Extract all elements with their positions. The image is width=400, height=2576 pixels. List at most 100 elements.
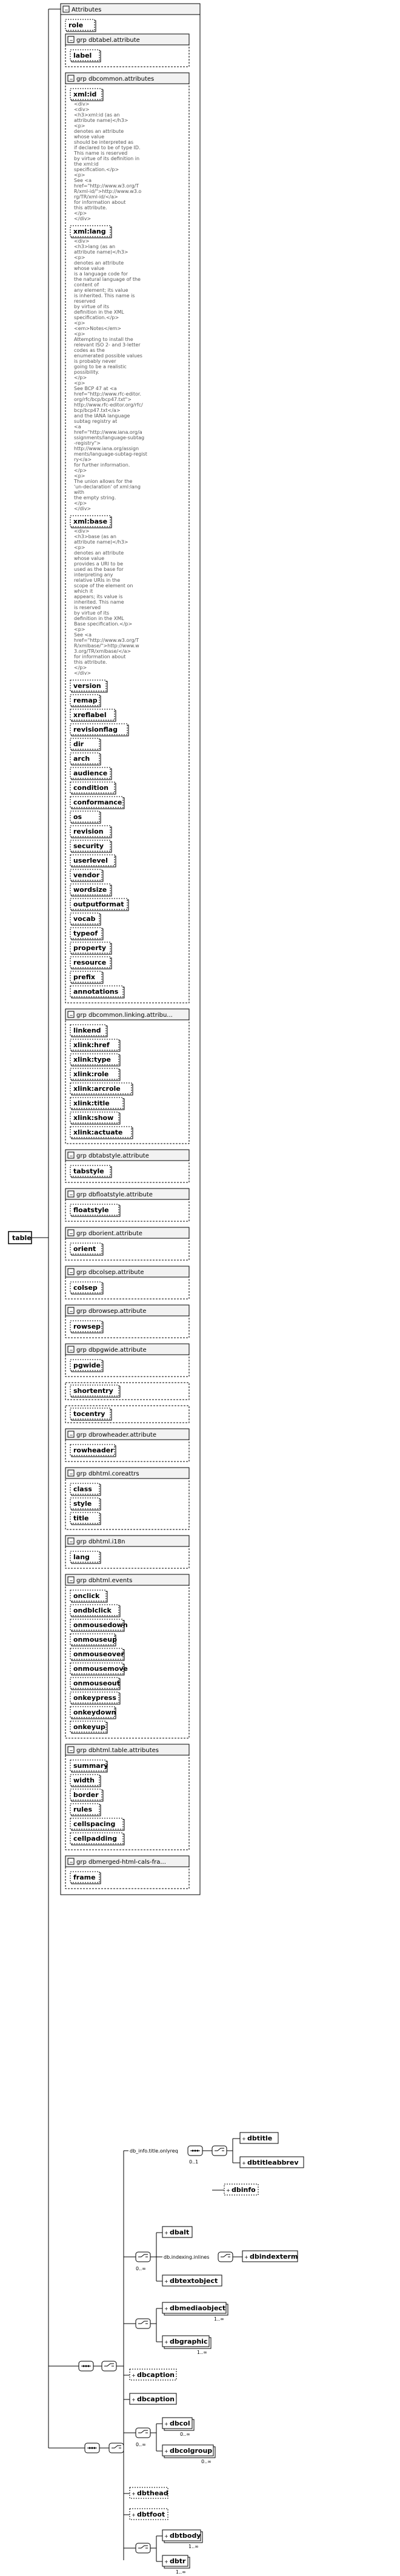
attr-onkeyup[interactable]: onkeyup: [70, 1721, 108, 1734]
attr-frame[interactable]: frame: [70, 1871, 101, 1884]
collapse-icon[interactable]: [67, 1190, 75, 1198]
attr-onmouseover[interactable]: onmouseover: [70, 1648, 125, 1661]
attr-rowsep[interactable]: rowsep: [70, 1320, 104, 1334]
attr-prefix[interactable]: prefix: [70, 971, 104, 984]
collapse-icon[interactable]: [67, 1011, 75, 1018]
attr-xlink-arcrole[interactable]: xlink:arcrole: [70, 1082, 133, 1096]
attr-tabstyle[interactable]: tabstyle: [70, 1165, 112, 1178]
attr-onmousemove[interactable]: onmousemove: [70, 1662, 128, 1676]
collapse-icon[interactable]: [67, 1858, 75, 1865]
attr-xml-base[interactable]: xml:base: [70, 515, 112, 528]
attr-revision[interactable]: revision: [70, 825, 112, 838]
attr-xlink-title[interactable]: xlink:title: [70, 1097, 125, 1110]
attr-label[interactable]: label: [70, 49, 101, 62]
elem-dbgraphic[interactable]: dbgraphic+1..∞: [162, 2335, 212, 2355]
attr-xlink-type[interactable]: xlink:type: [70, 1053, 121, 1067]
attr-lang[interactable]: lang: [70, 1551, 101, 1564]
elem-dbtitle[interactable]: dbtitle+: [239, 2132, 279, 2144]
attr-userlevel[interactable]: userlevel: [70, 854, 116, 868]
attr-onmousedown[interactable]: onmousedown: [70, 1619, 128, 1632]
elem-dbcolgroup[interactable]: dbcolgroup+0..∞: [162, 2444, 216, 2464]
collapse-icon[interactable]: [62, 5, 70, 13]
attr-property[interactable]: property: [70, 942, 112, 955]
collapse-icon[interactable]: [67, 1431, 75, 1438]
attr-outputformat[interactable]: outputformat: [70, 898, 129, 911]
attr-typeof[interactable]: typeof: [70, 927, 104, 940]
elem-dbcaption[interactable]: dbcaption+: [129, 2369, 177, 2381]
attr-onkeydown[interactable]: onkeydown: [70, 1706, 116, 1719]
attr-annotations[interactable]: annotations: [70, 985, 125, 999]
elem-dbmediaobject[interactable]: dbmediaobject+1..∞: [162, 2302, 228, 2322]
elem-dbtitleabbrev[interactable]: dbtitleabbrev+: [239, 2156, 304, 2168]
attr-onmouseup[interactable]: onmouseup: [70, 1633, 117, 1647]
attr-remap[interactable]: remap: [70, 694, 101, 707]
collapse-icon[interactable]: [67, 36, 75, 43]
collapse-icon[interactable]: [67, 1537, 75, 1545]
elem-dbtr[interactable]: dbtr+1..∞: [162, 2555, 190, 2575]
attr-version[interactable]: version: [70, 679, 108, 693]
attr-width[interactable]: width: [70, 1774, 101, 1787]
attr-onkeypress[interactable]: onkeypress: [70, 1691, 121, 1705]
attr-colsep[interactable]: colsep: [70, 1281, 104, 1295]
attr-tocentry[interactable]: tocentry: [70, 1408, 112, 1421]
attr-role[interactable]: role: [65, 19, 96, 32]
attr-cellspacing[interactable]: cellspacing: [70, 1818, 125, 1831]
collapse-icon[interactable]: [67, 1469, 75, 1477]
attr-floatstyle[interactable]: floatstyle: [70, 1204, 121, 1217]
attr-conformance[interactable]: conformance: [70, 796, 125, 809]
elem-dbtextobject[interactable]: dbtextobject+: [162, 2274, 222, 2287]
attr-shortentry[interactable]: shortentry: [70, 1384, 121, 1398]
attr-resource[interactable]: resource: [70, 956, 112, 969]
root-element-table[interactable]: table: [8, 1231, 32, 1244]
attr-condition[interactable]: condition: [70, 781, 116, 795]
attr-vendor[interactable]: vendor: [70, 869, 104, 882]
attr-revisionflag[interactable]: revisionflag: [70, 723, 129, 737]
attr-ondblclick[interactable]: ondblclick: [70, 1604, 121, 1617]
collapse-icon[interactable]: [67, 1346, 75, 1353]
attr-xml-lang[interactable]: xml:lang: [70, 225, 112, 238]
attribute-group: −grp dbpgwide.attribute: [65, 1343, 190, 1377]
attr-style[interactable]: style: [70, 1497, 101, 1511]
attr-security[interactable]: security: [70, 840, 112, 853]
attr-linkend[interactable]: linkend: [70, 1024, 108, 1037]
attr-xreflabel[interactable]: xreflabel: [70, 709, 116, 722]
attr-xlink-role[interactable]: xlink:role: [70, 1068, 121, 1081]
collapse-icon[interactable]: [67, 1746, 75, 1753]
attr-xlink-actuate[interactable]: xlink:actuate: [70, 1126, 133, 1139]
attr-xlink-href[interactable]: xlink:href: [70, 1039, 121, 1052]
collapse-icon[interactable]: [67, 75, 75, 82]
attr-border[interactable]: border: [70, 1789, 104, 1802]
attr-title[interactable]: title: [70, 1512, 101, 1525]
attr-pgwide[interactable]: pgwide: [70, 1359, 104, 1372]
collapse-icon[interactable]: [67, 1307, 75, 1314]
collapse-icon[interactable]: [67, 1268, 75, 1275]
attr-cellpadding[interactable]: cellpadding: [70, 1832, 125, 1846]
elem-dbtfoot[interactable]: dbtfoot+: [129, 2508, 168, 2520]
group-name: grp dbhtml.table.attributes: [76, 1747, 159, 1754]
attr-onclick[interactable]: onclick: [70, 1590, 108, 1603]
attr-os[interactable]: os: [70, 811, 101, 824]
attr-vocab[interactable]: vocab: [70, 912, 101, 926]
attr-onmouseout[interactable]: onmouseout: [70, 1677, 121, 1690]
attr-wordsize[interactable]: wordsize: [70, 883, 112, 897]
attr-dir[interactable]: dir: [70, 738, 101, 751]
attr-audience[interactable]: audience: [70, 767, 112, 780]
attr-rowheader[interactable]: rowheader: [70, 1444, 116, 1457]
attr-orient[interactable]: orient: [70, 1242, 104, 1256]
attr-arch[interactable]: arch: [70, 752, 101, 766]
elem-dbalt[interactable]: dbalt+: [162, 2226, 193, 2238]
elem-dbthead[interactable]: dbthead+: [129, 2487, 168, 2499]
elem-dbindexterm[interactable]: dbindexterm+: [242, 2250, 298, 2262]
elem-dbcaption-2[interactable]: dbcaption+: [129, 2393, 177, 2405]
collapse-icon[interactable]: [67, 1229, 75, 1236]
attr-xml-id[interactable]: xml:id: [70, 88, 104, 101]
elem-dbcol[interactable]: dbcol+0..∞: [162, 2417, 195, 2437]
collapse-icon[interactable]: [67, 1151, 75, 1159]
collapse-icon[interactable]: [67, 1576, 75, 1583]
attr-rules[interactable]: rules: [70, 1803, 101, 1816]
elem-dbtbody[interactable]: dbtbody+1..∞: [162, 2529, 203, 2549]
attr-summary[interactable]: summary: [70, 1759, 108, 1773]
attr-class[interactable]: class: [70, 1483, 101, 1496]
elem-dbinfo[interactable]: dbinfo+: [224, 2183, 259, 2196]
attr-xlink-show[interactable]: xlink:show: [70, 1111, 121, 1125]
